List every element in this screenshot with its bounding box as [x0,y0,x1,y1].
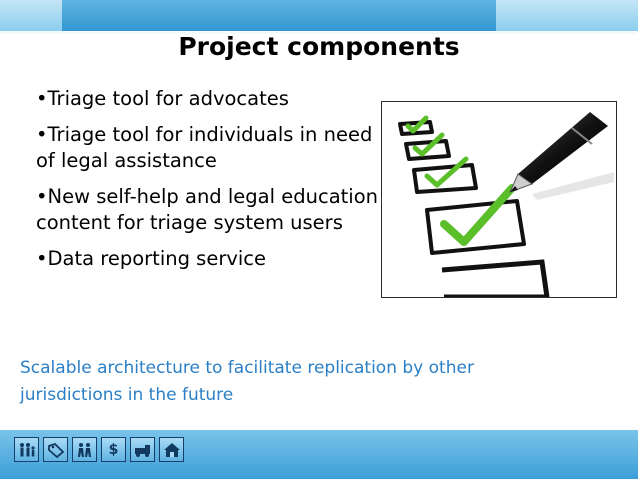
dollar-icon: $ [101,437,126,462]
bullet-item: •Triage tool for individuals in need of … [36,123,373,172]
banner-divider [0,31,638,34]
bullet-item: •Data reporting service [36,247,267,270]
check-icon [440,184,516,246]
top-banner [0,0,638,34]
checklist-illustration [398,112,614,297]
slide-title: Project components [178,32,460,61]
banner-segment [0,0,62,34]
bullet-item: •New self-help and legal education conte… [36,185,378,234]
footnote-text: Scalable architecture to facilitate repl… [20,358,474,405]
bullet-list: •Triage tool for advocates •Triage tool … [36,86,386,282]
checklist-image [381,101,617,298]
tag-icon [43,437,68,462]
house-icon [159,437,184,462]
bullet-item: •Triage tool for advocates [36,87,289,110]
footer-icon-row: $ [14,437,184,463]
checkbox-icon [441,259,550,297]
banner-divider [0,426,638,430]
people-icon [72,437,97,462]
vehicle-icon [130,437,155,462]
banner-segment [62,0,496,34]
family-icon [14,437,39,462]
pen-icon [509,112,608,193]
banner-segment [496,0,638,34]
check-icon [405,115,429,134]
check-icon [412,132,445,157]
check-icon [424,156,469,188]
